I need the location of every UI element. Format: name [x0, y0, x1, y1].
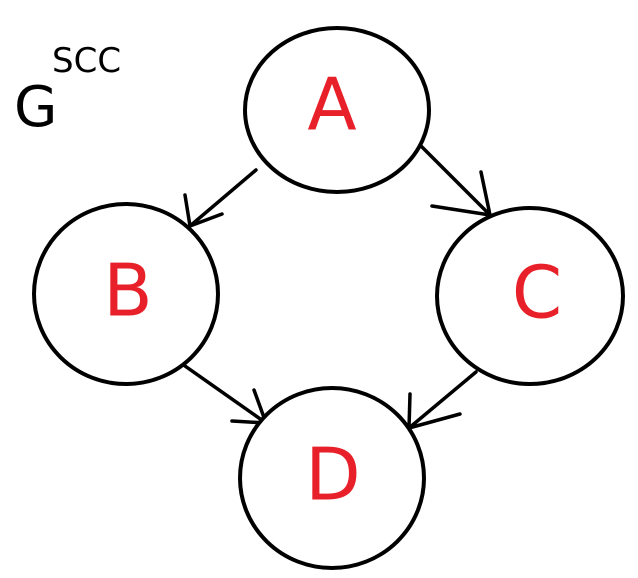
edge-line — [407, 370, 478, 430]
node-a-label: A — [307, 63, 356, 147]
arrowhead — [183, 193, 224, 228]
node-a: A — [243, 26, 431, 194]
node-d: D — [238, 386, 426, 570]
node-b: B — [32, 202, 220, 386]
node-c-label: C — [512, 251, 562, 335]
edge-b-to-d — [183, 364, 268, 425]
graph-title-superscript: SCC — [52, 41, 121, 81]
edge-line — [413, 138, 492, 217]
edge-c-to-d — [407, 370, 478, 430]
edge-line — [188, 168, 258, 228]
edge-a-to-c — [413, 138, 492, 217]
node-c: C — [435, 206, 625, 386]
edge-a-to-b — [183, 168, 258, 228]
node-b-label: B — [103, 249, 152, 333]
edge-line — [183, 364, 268, 425]
graph-title: G — [14, 75, 57, 140]
node-d-label: D — [305, 433, 360, 517]
node-b-circle — [32, 202, 220, 386]
node-a-circle — [243, 26, 431, 194]
node-d-circle — [238, 386, 426, 570]
node-c-circle — [435, 206, 625, 386]
